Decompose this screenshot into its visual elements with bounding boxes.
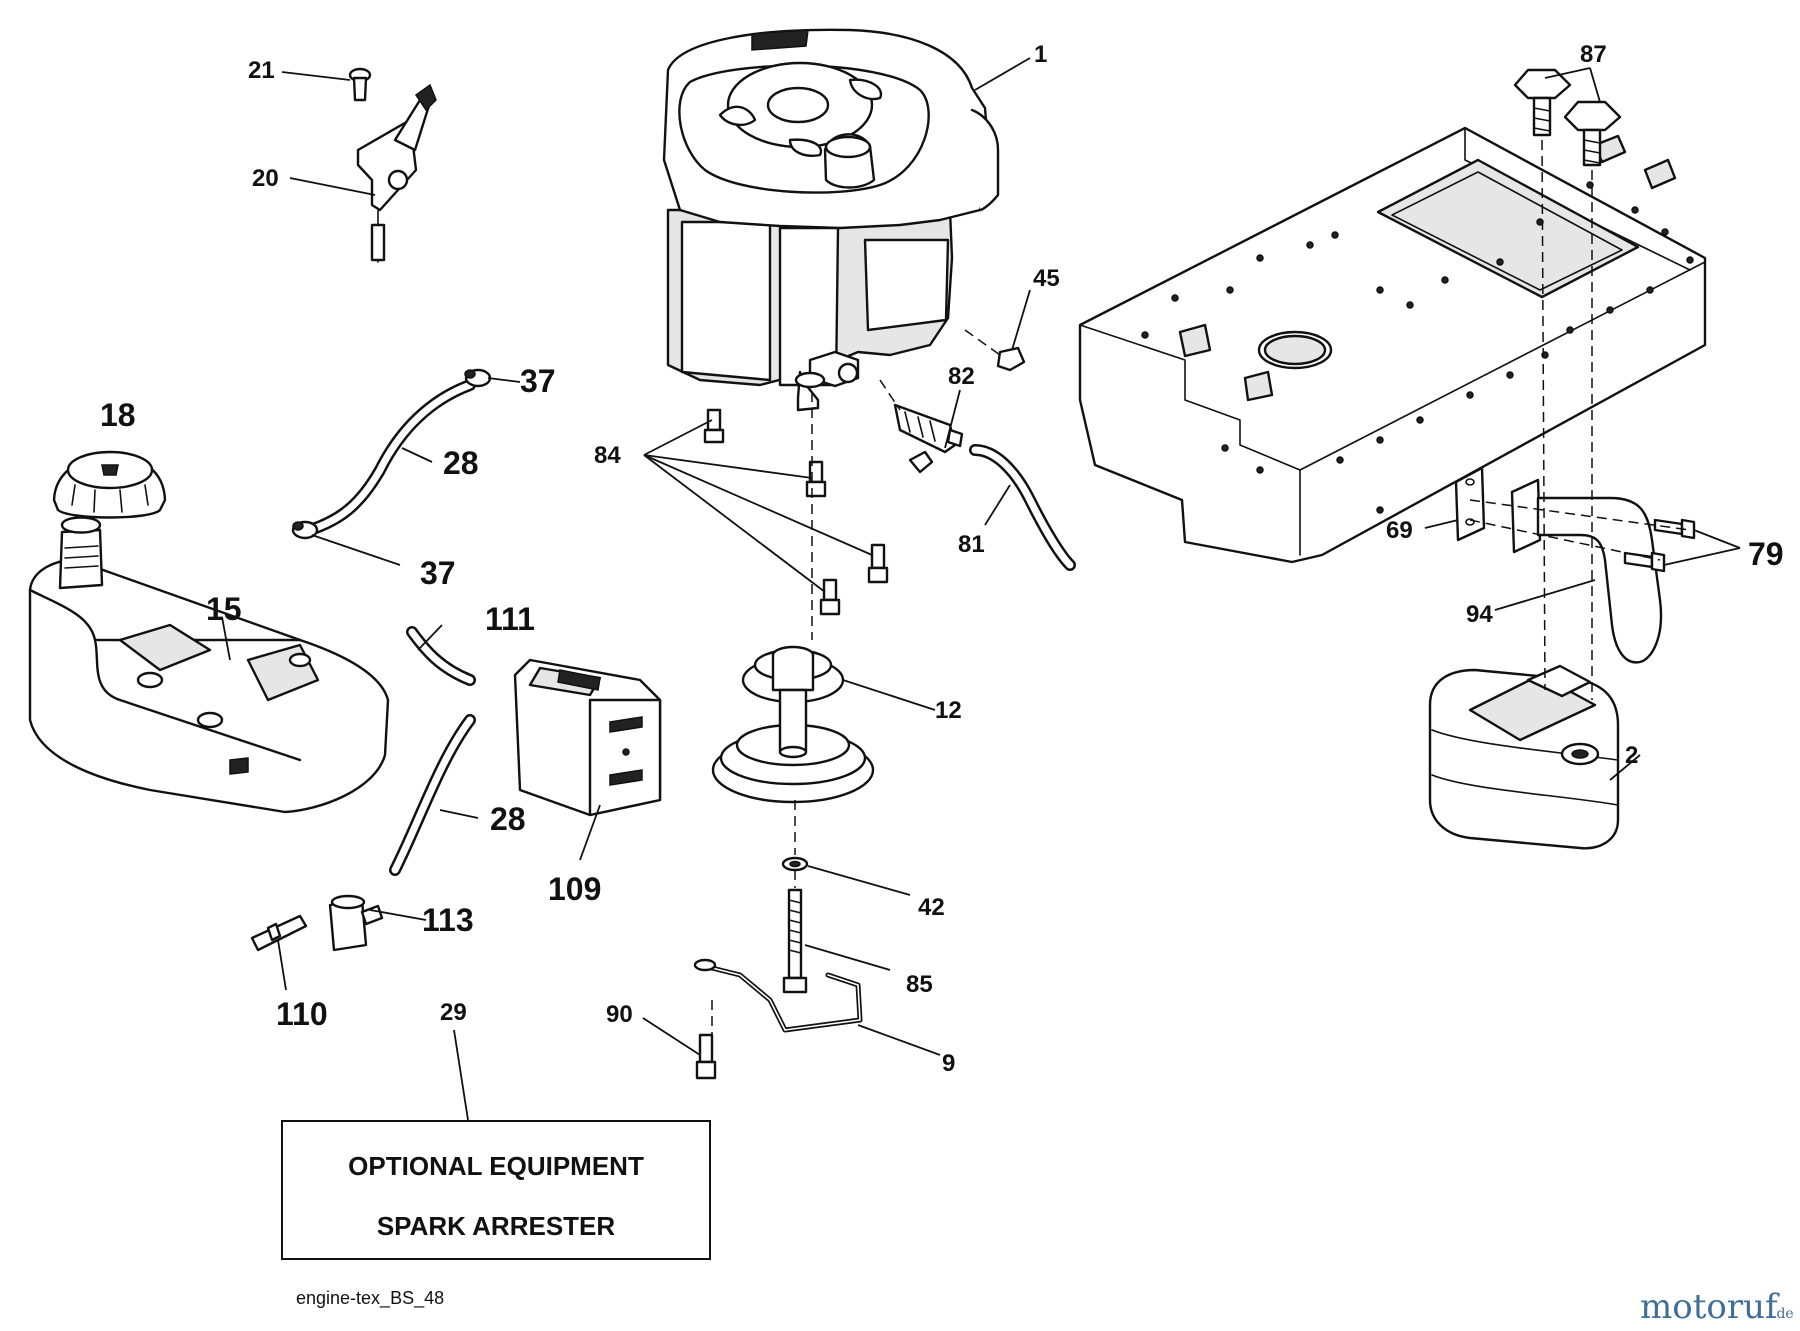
callout-21: 21 xyxy=(248,57,275,84)
callout-45: 45 xyxy=(1033,265,1060,292)
callout-94: 94 xyxy=(1466,601,1493,628)
spark-arrester-label: SPARK ARRESTER xyxy=(377,1211,616,1241)
diagram-caption: engine-tex_BS_48 xyxy=(296,1288,444,1309)
callout-90: 90 xyxy=(606,1001,633,1028)
throttle-control-part-20 xyxy=(356,83,437,263)
battery-part-109 xyxy=(513,658,662,817)
nut-part-45 xyxy=(996,346,1026,372)
callout-37-lower: 37 xyxy=(420,555,456,591)
callout-85: 85 xyxy=(906,971,933,998)
engine-part-1 xyxy=(662,28,1000,412)
callout-82: 82 xyxy=(948,363,975,390)
optional-equipment-box: OPTIONAL EQUIPMENT SPARK ARRESTER xyxy=(281,1120,711,1260)
callout-20: 20 xyxy=(252,165,279,192)
fuel-filter-part-113 xyxy=(328,894,384,952)
callout-87: 87 xyxy=(1580,41,1607,68)
watermark-main: motoruf xyxy=(1640,1287,1780,1327)
bracket-part-9 xyxy=(693,958,863,1033)
bolt-part-85 xyxy=(782,888,808,994)
callout-84: 84 xyxy=(594,442,621,469)
callout-9: 9 xyxy=(942,1050,955,1077)
callout-111: 111 xyxy=(485,601,535,637)
fuel-line-part-28-lower xyxy=(389,714,476,876)
callout-29: 29 xyxy=(440,999,467,1026)
bolt-part-84 xyxy=(703,408,889,616)
callout-1: 1 xyxy=(1034,41,1047,68)
hose-clamp-part-37-lower xyxy=(291,520,319,540)
fuel-tank-part-15 xyxy=(28,516,390,814)
callout-2: 2 xyxy=(1625,742,1638,769)
callout-110: 110 xyxy=(276,996,328,1032)
muffler-part-2 xyxy=(1428,664,1620,850)
fuel-hose-part-28-upper xyxy=(304,379,476,536)
fuel-fitting-part-110 xyxy=(250,914,308,952)
callout-113: 113 xyxy=(422,902,474,938)
callout-28-upper: 28 xyxy=(443,445,479,481)
callout-81: 81 xyxy=(958,531,985,558)
callout-28-lower: 28 xyxy=(490,801,526,837)
motoruf-watermark: motoruf .de xyxy=(1640,1287,1794,1327)
tractor-frame xyxy=(1078,126,1707,564)
gasket-part-69 xyxy=(1454,466,1486,542)
knob-part-87 xyxy=(1513,68,1622,167)
screw-part-21 xyxy=(348,67,372,102)
callout-109: 109 xyxy=(548,871,601,907)
callout-12: 12 xyxy=(935,697,962,724)
callout-labels: 1 2 9 12 15 18 20 21 28 28 29 37 37 42 4… xyxy=(100,41,1784,1077)
callout-37-upper: 37 xyxy=(520,363,556,399)
hose-clamp-part-37-upper xyxy=(464,368,492,388)
exhaust-pipe-part-94 xyxy=(1510,478,1663,664)
callout-18: 18 xyxy=(100,397,136,433)
callout-79: 79 xyxy=(1748,536,1784,572)
fuel-cap-part-18 xyxy=(52,450,167,519)
fuel-line-part-111 xyxy=(406,626,476,686)
callout-15: 15 xyxy=(206,591,242,627)
callout-42: 42 xyxy=(918,894,945,921)
callout-69: 69 xyxy=(1386,517,1413,544)
optional-equipment-label: OPTIONAL EQUIPMENT xyxy=(348,1151,644,1181)
leader-lines xyxy=(221,57,1741,1121)
washer-part-42 xyxy=(781,856,809,872)
watermark-suffix: .de xyxy=(1772,1306,1794,1322)
hose-part-81 xyxy=(969,444,1076,571)
pulley-part-12 xyxy=(711,645,875,804)
fuel-pump-part-82 xyxy=(893,403,964,474)
bolt-part-90 xyxy=(695,1033,717,1080)
alignment-lines xyxy=(711,139,1691,1035)
